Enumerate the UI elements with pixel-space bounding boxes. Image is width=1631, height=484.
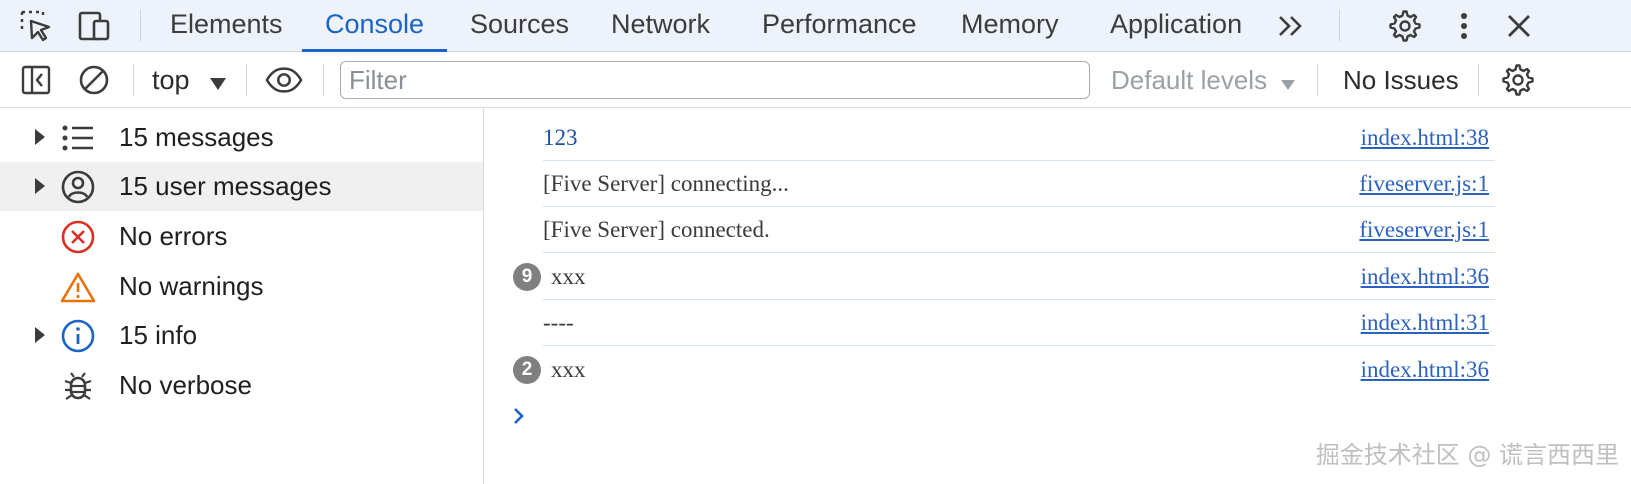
sidebar-item-warnings[interactable]: No warnings — [0, 262, 483, 311]
context-selector[interactable]: top — [152, 52, 227, 108]
console-message: ---- index.html:31 — [543, 300, 1495, 346]
sidebar-item-messages[interactable]: 15 messages — [0, 113, 483, 162]
message-text: [Five Server] connecting... — [543, 171, 789, 196]
expand-arrow-icon[interactable] — [33, 176, 47, 196]
source-link[interactable]: index.html:36 — [1360, 264, 1489, 289]
expand-arrow-icon[interactable] — [33, 127, 47, 147]
message-text: xxx — [551, 264, 586, 289]
console-messages: 123 index.html:38 [Five Server] connecti… — [485, 108, 1631, 484]
sidebar-item-user-messages[interactable]: 15 user messages — [0, 162, 483, 211]
tab-console[interactable]: Console — [302, 0, 447, 52]
sidebar-item-verbose[interactable]: No verbose — [0, 361, 483, 410]
list-icon — [60, 120, 96, 156]
console-sidebar: 15 messages 15 user messages No errors — [0, 108, 484, 484]
device-toolbar-icon[interactable] — [75, 7, 113, 45]
issues-button[interactable]: No Issues — [1343, 65, 1459, 95]
console-message: [Five Server] connecting... fiveserver.j… — [543, 161, 1495, 207]
tab-performance[interactable]: Performance — [762, 9, 917, 39]
context-selector-label: top — [152, 65, 190, 95]
source-link[interactable]: index.html:36 — [1360, 357, 1489, 382]
info-circle-icon — [60, 318, 96, 354]
repeat-count-badge: 9 — [513, 263, 541, 291]
source-link[interactable]: fiveserver.js:1 — [1359, 171, 1489, 196]
tab-memory[interactable]: Memory — [961, 9, 1059, 39]
watermark: 掘金技术社区 @ 谎言西西里 — [1315, 441, 1619, 469]
console-message: 9 xxx index.html:36 — [513, 254, 1495, 300]
sidebar-item-errors[interactable]: No errors — [0, 212, 483, 261]
inspect-element-icon[interactable] — [17, 7, 55, 45]
sidebar-item-label: 15 messages — [119, 122, 274, 152]
sidebar-item-label: 15 user messages — [119, 171, 332, 201]
console-toolbar: top Default levels No Issues — [0, 52, 1631, 108]
tab-network[interactable]: Network — [611, 9, 711, 39]
tab-sources[interactable]: Sources — [470, 9, 570, 39]
console-message: 2 xxx index.html:36 — [513, 347, 1495, 393]
error-circle-icon — [60, 219, 96, 255]
filter-input[interactable] — [340, 61, 1090, 99]
user-circle-icon — [60, 169, 96, 205]
sidebar-item-label: No verbose — [119, 370, 252, 400]
source-link[interactable]: index.html:31 — [1360, 310, 1489, 335]
settings-gear-icon[interactable] — [1386, 7, 1424, 45]
kebab-menu-icon[interactable] — [1445, 7, 1483, 45]
more-tabs-icon[interactable] — [1272, 7, 1310, 45]
console-message: [Five Server] connected. fiveserver.js:1 — [543, 207, 1495, 253]
sidebar-item-label: No errors — [119, 221, 228, 251]
log-levels-label: Default levels — [1111, 65, 1268, 95]
expand-arrow-icon[interactable] — [33, 325, 47, 345]
console-prompt-chevron-icon[interactable] — [509, 404, 529, 428]
message-text: xxx — [551, 357, 586, 382]
bug-icon — [60, 368, 96, 404]
source-link[interactable]: index.html:38 — [1360, 125, 1489, 150]
source-link[interactable]: fiveserver.js:1 — [1359, 217, 1489, 242]
devtools-tab-bar: Elements Console Sources Network Perform… — [0, 0, 1631, 52]
log-levels-dropdown[interactable]: Default levels — [1111, 52, 1296, 108]
message-text: 123 — [543, 125, 578, 150]
message-text: ---- — [543, 310, 574, 335]
repeat-count-badge: 2 — [513, 356, 541, 384]
eye-icon[interactable] — [265, 61, 303, 99]
caret-down-icon — [209, 54, 227, 110]
tab-elements[interactable]: Elements — [170, 9, 283, 39]
close-icon[interactable] — [1500, 7, 1538, 45]
caret-down-icon — [1280, 54, 1296, 110]
tab-application[interactable]: Application — [1110, 9, 1243, 39]
warning-triangle-icon — [60, 269, 96, 305]
message-text: [Five Server] connected. — [543, 217, 770, 242]
sidebar-item-label: 15 info — [119, 320, 198, 350]
sidebar-item-info[interactable]: 15 info — [0, 311, 483, 360]
console-message: 123 index.html:38 — [543, 115, 1495, 161]
sidebar-item-label: No warnings — [119, 271, 264, 301]
sidebar-toggle-icon[interactable] — [17, 61, 55, 99]
clear-console-icon[interactable] — [75, 61, 113, 99]
console-settings-gear-icon[interactable] — [1499, 61, 1537, 99]
